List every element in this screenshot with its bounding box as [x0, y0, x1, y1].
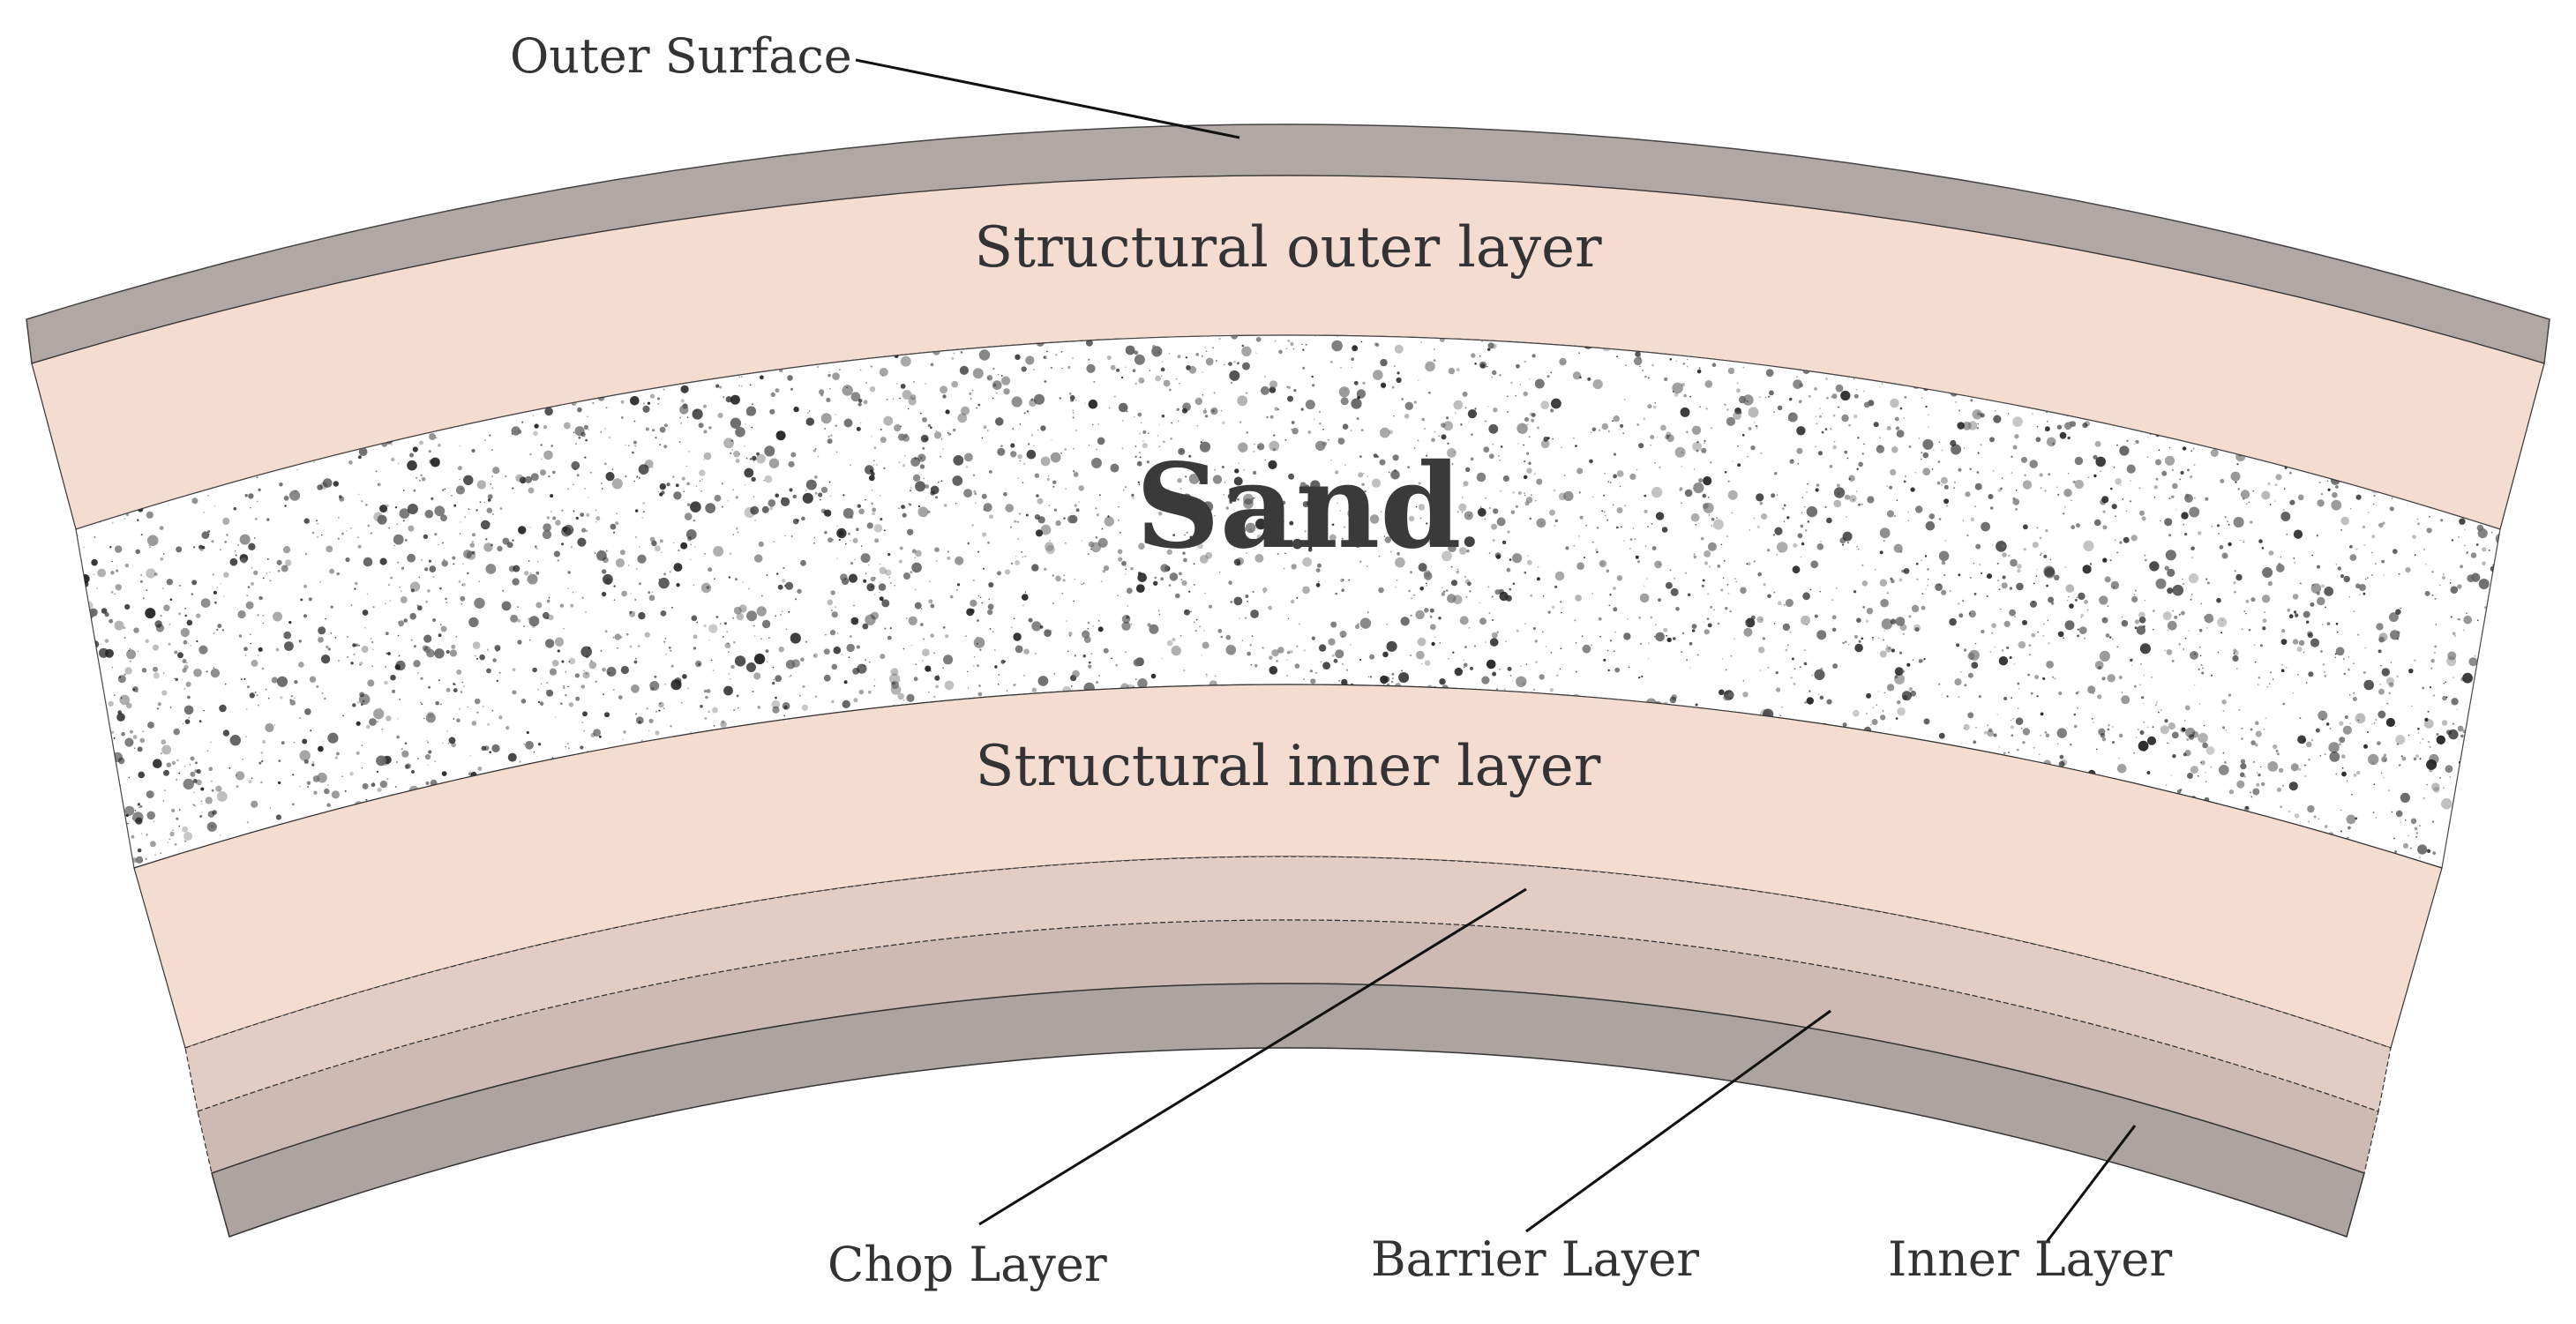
sand-label: Sand	[1135, 438, 1461, 575]
structural-inner-label: Structural inner layer	[976, 734, 1601, 799]
outer-surface-leader	[855, 58, 1240, 139]
inner-layer-leader	[2045, 1125, 2137, 1243]
chop-layer-leader	[978, 887, 1527, 1226]
inner-layer-band	[211, 983, 2365, 1238]
structural-outer-label: Structural outer layer	[974, 215, 1602, 281]
barrier-layer-leader	[1525, 1009, 1831, 1233]
inner-layer-label: Inner Layer	[1888, 1231, 2172, 1287]
chop-layer-label: Chop Layer	[827, 1237, 1107, 1292]
outer-surface-label: Outer Surface	[510, 28, 852, 84]
barrier-layer-label: Barrier Layer	[1371, 1231, 1699, 1287]
